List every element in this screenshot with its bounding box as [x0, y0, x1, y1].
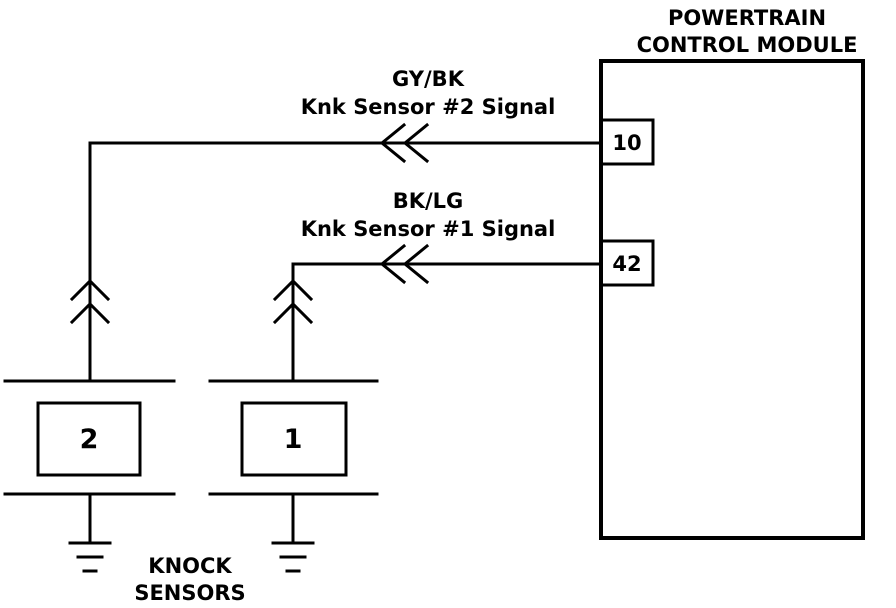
- circuit-knock-sensor-2: 10 GY/BK Knk Sensor #2 Signal: [69, 67, 655, 382]
- pcm-box: [599, 59, 865, 540]
- wire-color-bk-lg: BK/LG: [393, 189, 464, 213]
- sensor-2-number: 2: [80, 424, 99, 455]
- connector-chevron-icon: [272, 278, 314, 302]
- connector-chevron-icon: [272, 301, 314, 325]
- connector-chevron-icon: [69, 278, 111, 302]
- connector-chevron-icon: [402, 122, 430, 164]
- connector-chevron-icon: [379, 122, 407, 164]
- sensor-box: [36, 401, 142, 477]
- knock-sensors-caption-line2: SENSORS: [134, 581, 245, 605]
- connector-chevron-icon: [69, 301, 111, 325]
- wire-color-gy-bk: GY/BK: [392, 67, 465, 91]
- pin-10-label: 10: [612, 131, 641, 155]
- sensor-box: [240, 401, 348, 477]
- pcm-title-line2: CONTROL MODULE: [637, 33, 858, 57]
- ground-icon: [68, 541, 112, 573]
- wire-knock-sensor-1: [291, 262, 603, 382]
- pcm-module: POWERTRAIN CONTROL MODULE: [599, 6, 865, 540]
- circuit-knock-sensor-1: 42 BK/LG Knk Sensor #1 Signal: [272, 189, 655, 382]
- signal-label-knk-sensor-1: Knk Sensor #1 Signal: [301, 217, 556, 241]
- connector-chevron-icon: [379, 243, 407, 285]
- signal-label-knk-sensor-2: Knk Sensor #2 Signal: [301, 95, 556, 119]
- wire-knock-sensor-2: [88, 141, 603, 382]
- sensor-1-number: 1: [284, 424, 303, 455]
- knock-sensor-1: 1: [208, 379, 379, 573]
- connector-chevron-icon: [402, 243, 430, 285]
- knock-sensors-caption-line1: KNOCK: [148, 554, 232, 578]
- pcm-title-line1: POWERTRAIN: [668, 6, 826, 30]
- ground-icon: [271, 541, 315, 573]
- knock-sensor-2: 2: [3, 379, 176, 573]
- pin-42-label: 42: [612, 252, 641, 276]
